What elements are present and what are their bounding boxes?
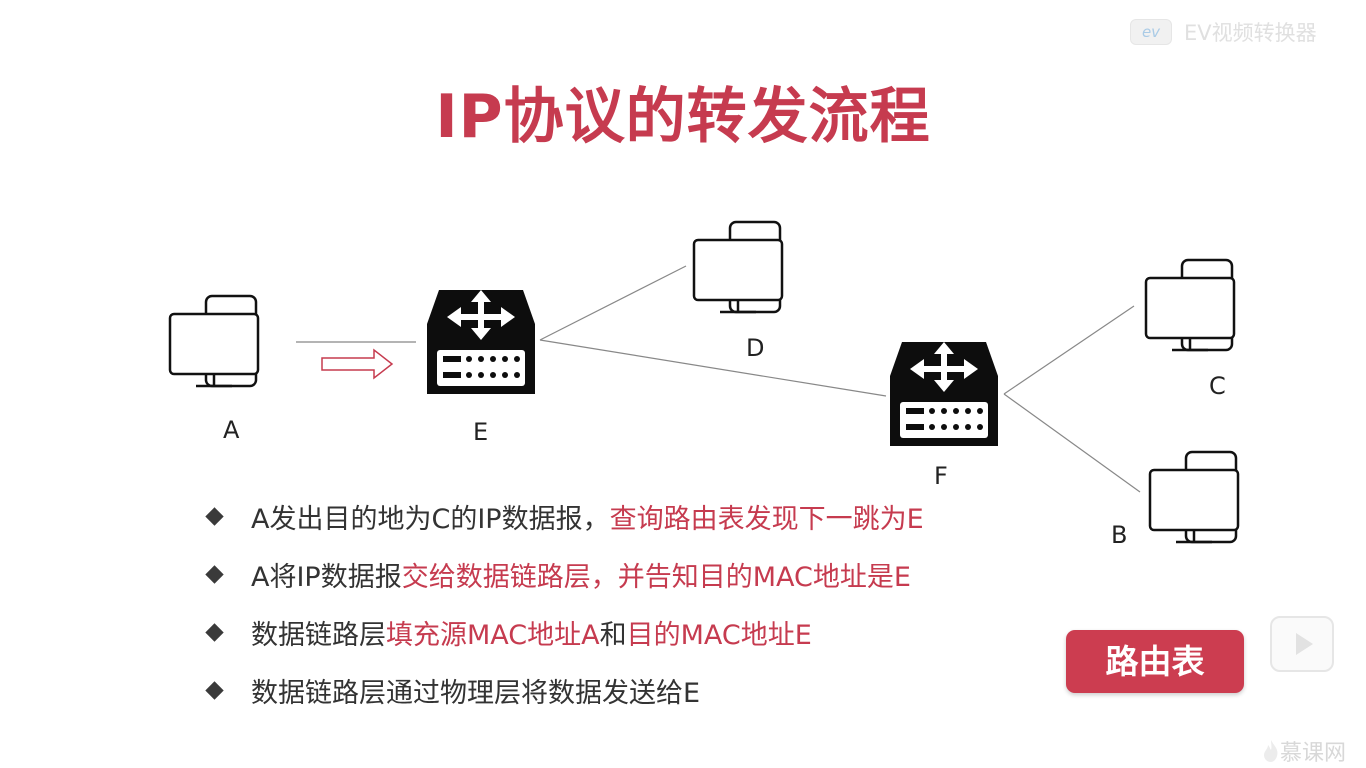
route-table-button[interactable]: 路由表 <box>1066 630 1244 693</box>
bullet-1-highlight: 查询路由表发现下一跳为E <box>609 504 924 535</box>
node-label-c: C <box>1209 372 1226 400</box>
imooc-watermark-text: 慕课网 <box>1280 741 1347 766</box>
diamond-bullet-icon <box>205 681 224 700</box>
bullet-1-text: A发出目的地为C的IP数据报， <box>251 504 610 535</box>
bullet-2-text: A将IP数据报 <box>251 562 402 593</box>
computer-d-icon <box>692 220 784 314</box>
node-label-a: A <box>223 416 240 444</box>
link-e-f <box>539 339 887 397</box>
flame-icon <box>1264 740 1278 762</box>
slide-title: IP协议的转发流程 <box>435 82 931 152</box>
node-label-f: F <box>934 462 948 490</box>
node-label-e: E <box>473 418 489 446</box>
node-label-d: D <box>746 334 765 362</box>
computer-a-icon <box>168 294 260 388</box>
diamond-bullet-icon <box>205 507 224 526</box>
bullet-item-3: 数据链路层填充源MAC地址A和目的MAC地址E <box>205 613 812 652</box>
bullet-item-2: A将IP数据报交给数据链路层，并告知目的MAC地址是E <box>205 555 911 594</box>
play-button[interactable] <box>1270 616 1334 672</box>
ev-logo-icon: ev <box>1130 19 1172 45</box>
diamond-bullet-icon <box>205 623 224 642</box>
router-f-icon <box>890 342 998 446</box>
bullet-4-text: 数据链路层通过物理层将数据发送给E <box>251 678 701 709</box>
link-f-b <box>1003 393 1141 493</box>
diamond-bullet-icon <box>205 565 224 584</box>
node-label-b: B <box>1111 521 1128 549</box>
bullet-item-4: 数据链路层通过物理层将数据发送给E <box>205 671 701 710</box>
play-icon <box>1296 633 1313 655</box>
computer-b-icon <box>1148 450 1240 544</box>
computer-c-icon <box>1144 258 1236 352</box>
link-f-c <box>1003 305 1135 395</box>
bullet-item-1: A发出目的地为C的IP数据报，查询路由表发现下一跳为E <box>205 497 924 536</box>
bullet-3-highlight-2: 目的MAC地址E <box>626 620 812 651</box>
router-e-icon <box>427 290 535 394</box>
bullet-3-mid: 和 <box>599 620 627 651</box>
ev-watermark-text: EV视频转换器 <box>1184 21 1317 45</box>
bullet-2-highlight: 交给数据链路层，并告知目的MAC地址是E <box>401 562 911 593</box>
forward-arrow-icon <box>321 348 394 380</box>
bullet-3-highlight: 填充源MAC地址A <box>386 620 600 651</box>
bullet-3-text: 数据链路层 <box>251 620 386 651</box>
ev-watermark: ev EV视频转换器 <box>1130 18 1317 46</box>
imooc-watermark: 慕课网 <box>1262 735 1346 767</box>
link-e-d <box>539 265 687 341</box>
